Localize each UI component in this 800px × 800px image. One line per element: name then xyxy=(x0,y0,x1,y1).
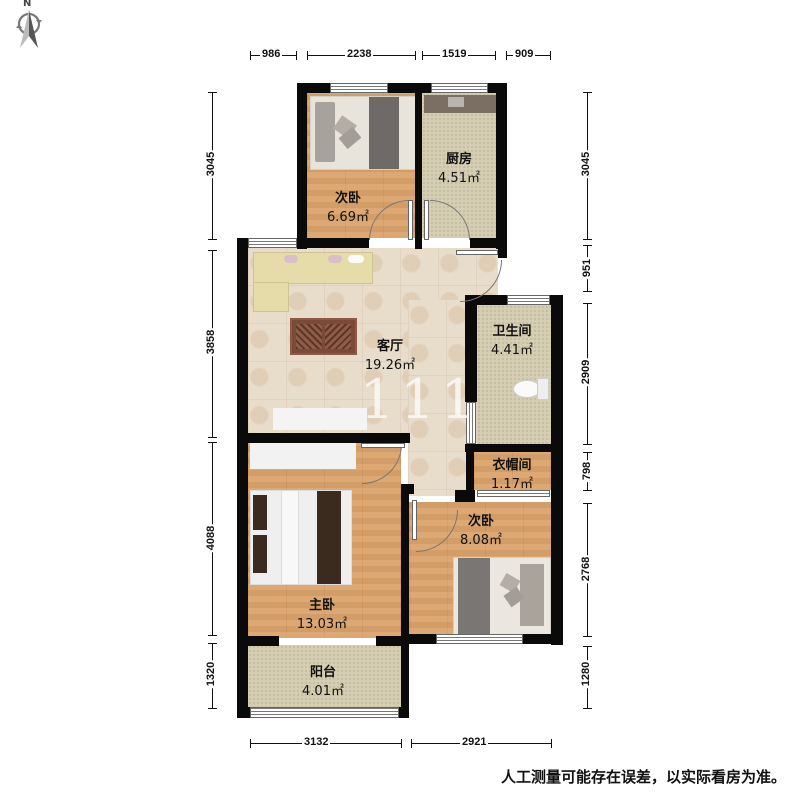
room-label-balcony: 阳台 4.01㎡ xyxy=(302,665,344,699)
wall xyxy=(466,444,474,502)
floor-hall xyxy=(408,300,466,496)
wall xyxy=(523,634,563,644)
room-label-bedroom-south: 次卧 8.08㎡ xyxy=(460,514,502,548)
room-label-master-bedroom: 主卧 13.03㎡ xyxy=(296,598,348,632)
wall xyxy=(237,636,279,646)
disclaimer: 人工测量可能存在误差，以实际看房为准。 xyxy=(500,768,786,786)
wall xyxy=(455,490,475,502)
wall xyxy=(498,248,507,258)
door-leaf xyxy=(412,500,417,540)
room-label-kitchen: 厨房 4.51㎡ xyxy=(438,152,480,186)
wall xyxy=(470,238,507,248)
window-bedroom-south xyxy=(436,634,523,644)
compass-north-label: N xyxy=(23,0,32,9)
compass: N xyxy=(14,0,44,50)
wall xyxy=(465,444,563,452)
door-leaf xyxy=(408,200,413,240)
floor-balcony xyxy=(248,645,401,707)
sofa-chaise xyxy=(253,282,289,312)
wall xyxy=(401,484,414,494)
wall xyxy=(496,83,507,249)
bed-north xyxy=(310,96,416,170)
coffee-table xyxy=(290,318,357,355)
toilet xyxy=(513,378,549,400)
wardrobe-master xyxy=(250,443,356,469)
wardrobe-cloakroom xyxy=(477,490,550,497)
room-label-living-room: 客厅 19.26㎡ xyxy=(364,339,416,373)
wall xyxy=(297,83,307,249)
wall xyxy=(237,433,410,443)
door-leaf xyxy=(424,200,429,240)
wall xyxy=(415,83,422,249)
kitchen-counter xyxy=(424,95,496,113)
sofa xyxy=(253,252,373,284)
wall xyxy=(376,636,409,646)
window-living xyxy=(248,238,297,248)
wall xyxy=(401,490,409,718)
door-leaf xyxy=(361,443,405,448)
window-bathroom xyxy=(507,295,550,305)
window-balcony xyxy=(250,707,399,718)
wall xyxy=(237,238,248,718)
room-label-bedroom-north: 次卧 6.69㎡ xyxy=(327,191,369,225)
bed-south xyxy=(453,557,551,635)
wall xyxy=(551,295,563,645)
room-label-cloakroom: 衣帽间 1.17㎡ xyxy=(491,458,533,492)
room-label-bathroom: 卫生间 4.41㎡ xyxy=(491,324,533,358)
window-bedroom-north xyxy=(330,83,388,93)
wall xyxy=(465,295,477,402)
wall xyxy=(297,238,369,248)
wall xyxy=(297,83,507,93)
bathroom-sliding-door xyxy=(466,402,476,444)
door-leaf xyxy=(456,250,498,255)
north-arrow-icon xyxy=(16,10,42,48)
window-kitchen xyxy=(431,83,488,93)
floor-cloakroom xyxy=(474,452,551,490)
bed-master xyxy=(250,490,352,585)
watermark: 111 xyxy=(360,368,482,431)
floor-bathroom xyxy=(477,305,551,447)
wall xyxy=(401,634,436,644)
tv-cabinet xyxy=(273,408,367,430)
